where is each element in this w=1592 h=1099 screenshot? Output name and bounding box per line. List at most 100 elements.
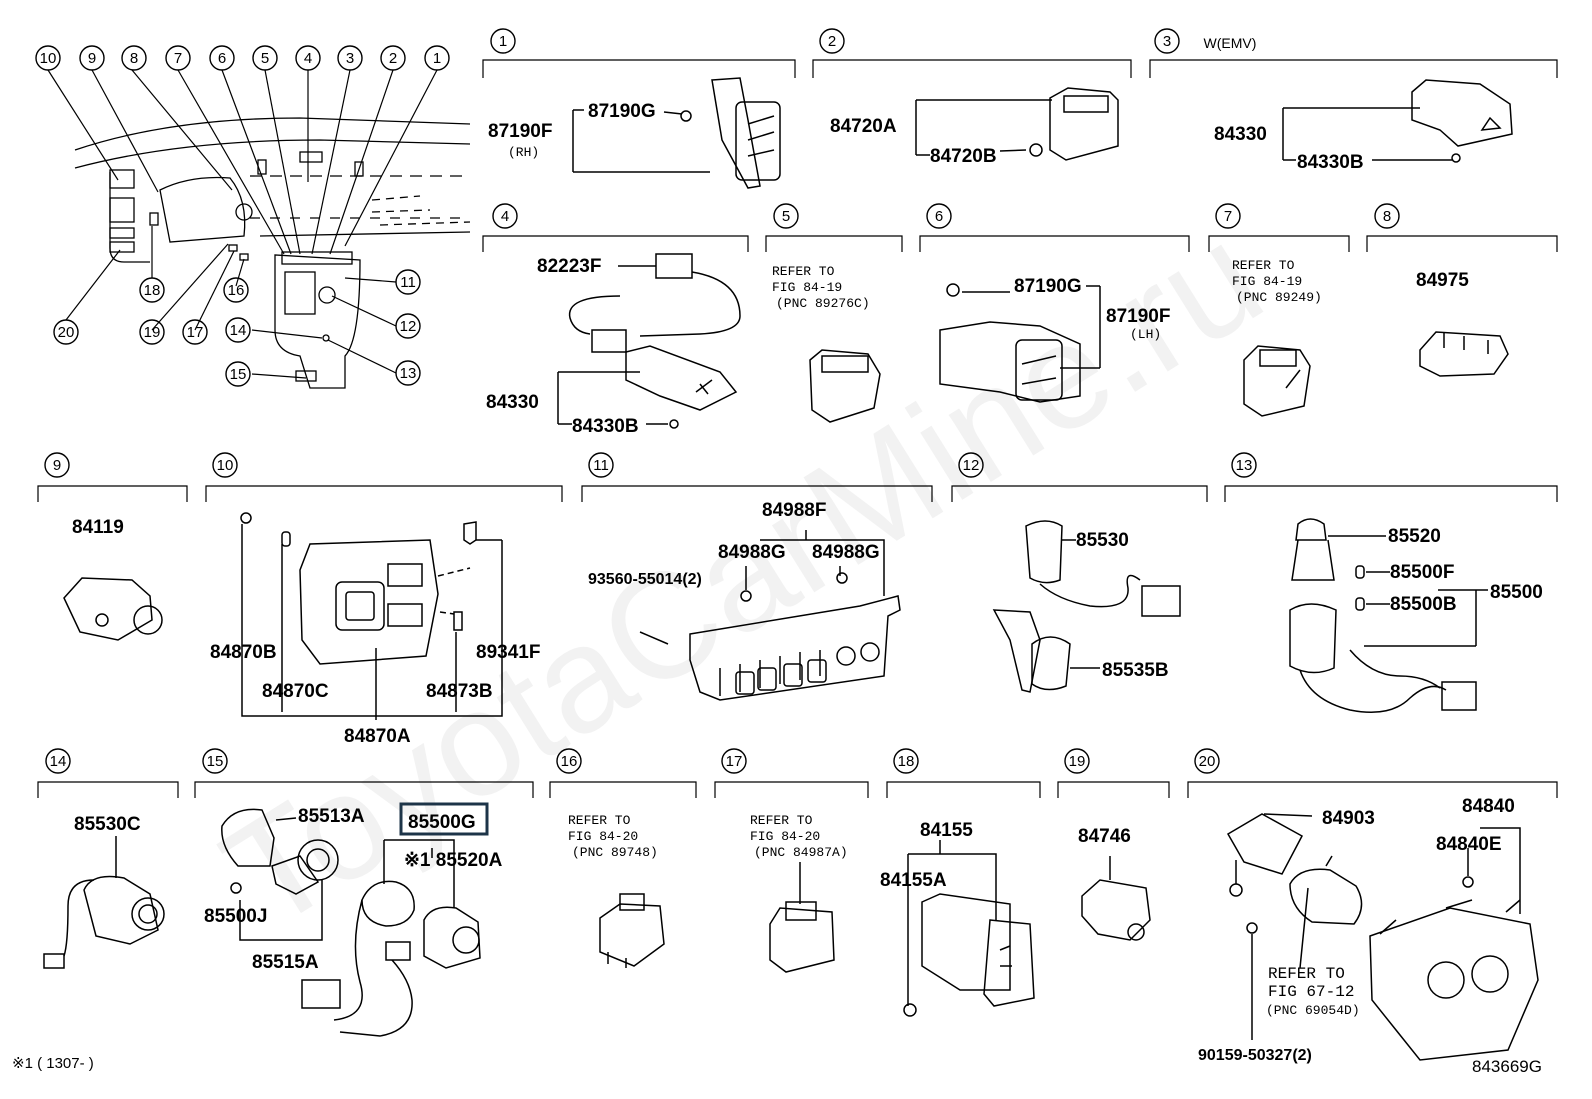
svg-text:REFER TO: REFER TO [1268, 965, 1345, 983]
part-84870A: 84870A [344, 726, 411, 747]
svg-text:3: 3 [1163, 33, 1171, 50]
part-85500: 85500 [1490, 582, 1543, 603]
section-14-header: 14 [37, 748, 179, 798]
part-84840E: 84840E [1436, 834, 1502, 855]
overview-callouts [47, 69, 438, 379]
part-89341F: 89341F [476, 642, 540, 663]
section-10-header: 10 [205, 452, 563, 502]
svg-text:3: 3 [346, 50, 354, 67]
svg-text:(RH): (RH) [508, 145, 539, 160]
part-84119: 84119 [72, 517, 124, 538]
svg-text:9: 9 [88, 50, 96, 67]
svg-text:6: 6 [935, 208, 943, 225]
highlight-box-85500G [399, 802, 489, 836]
svg-text:14: 14 [50, 753, 67, 770]
section-15-header: 15 [194, 748, 534, 798]
svg-text:8: 8 [1383, 208, 1391, 225]
svg-text:(PNC 84987A): (PNC 84987A) [754, 845, 848, 860]
section-7-header: 7 [1208, 203, 1350, 252]
section-1-header: 1 [482, 28, 796, 78]
diagram-id: 843669G [1472, 1057, 1542, 1076]
section-6-header: 6 [919, 203, 1190, 252]
svg-text:(PNC 89276C): (PNC 89276C) [776, 296, 870, 311]
svg-text:14: 14 [230, 322, 247, 339]
section-16-header: 16 [549, 748, 697, 798]
svg-text:15: 15 [207, 753, 224, 770]
svg-text:18: 18 [898, 753, 915, 770]
part-84988F: 84988F [762, 500, 826, 521]
section-2-header: 2 [812, 28, 1132, 78]
svg-text:10: 10 [40, 50, 57, 67]
svg-text:FIG 67-12: FIG 67-12 [1268, 983, 1354, 1001]
part-84870C: 84870C [262, 681, 329, 702]
part-84330B: 84330B [1297, 152, 1364, 173]
svg-text:1: 1 [499, 33, 507, 50]
svg-text:REFER TO: REFER TO [1232, 258, 1295, 273]
svg-text:2: 2 [828, 33, 836, 50]
part-85530C: 85530C [74, 814, 141, 835]
part-82223F: 82223F [537, 256, 601, 277]
part-84988G-2: 84988G [812, 542, 880, 563]
svg-text:REFER TO: REFER TO [772, 264, 835, 279]
svg-text:11: 11 [593, 457, 609, 474]
part-85500F: 85500F [1390, 562, 1454, 583]
svg-text:17: 17 [726, 753, 743, 770]
svg-text:12: 12 [400, 318, 417, 335]
refer-note-20: REFER TO FIG 67-12 (PNC 69054D) [1266, 965, 1360, 1018]
svg-text:10: 10 [217, 457, 234, 474]
svg-text:12: 12 [963, 457, 980, 474]
part-87190F: 87190F [1106, 306, 1170, 327]
part-84720B: 84720B [930, 146, 997, 167]
part-85513A: 85513A [298, 806, 365, 827]
svg-text:FIG 84-19: FIG 84-19 [772, 280, 842, 295]
part-84840: 84840 [1462, 796, 1515, 817]
svg-text:11: 11 [400, 274, 416, 291]
refer-note-17: REFER TO FIG 84-20 (PNC 84987A) [750, 813, 848, 860]
svg-text:15: 15 [230, 366, 247, 383]
section-13-header: 13 [1224, 452, 1558, 502]
part-84330: 84330 [1214, 124, 1267, 145]
part-87190G: 87190G [588, 101, 656, 122]
dashboard-overview [74, 117, 471, 389]
svg-text:18: 18 [144, 282, 161, 299]
svg-text:20: 20 [1199, 753, 1216, 770]
part-85500B: 85500B [1390, 594, 1457, 615]
part-84873B: 84873B [426, 681, 493, 702]
svg-text:(LH): (LH) [1130, 327, 1161, 342]
footnote: ※1 ( 1307- ) [12, 1055, 94, 1072]
svg-text:9: 9 [53, 457, 61, 474]
part-85520: 85520 [1388, 526, 1441, 547]
part-84975: 84975 [1416, 270, 1469, 291]
part-85535B: 85535B [1102, 660, 1169, 681]
svg-text:19: 19 [144, 324, 161, 341]
part-84155A: 84155A [880, 870, 947, 891]
section-9-header: 9 [37, 452, 188, 502]
svg-text:5: 5 [261, 50, 269, 67]
part-85530: 85530 [1076, 530, 1129, 551]
overview-callout-labels: 10 9 8 7 6 5 4 3 2 1 11 12 13 14 15 16 1… [35, 45, 450, 387]
refer-note-7: REFER TO FIG 84-19 (PNC 89249) [1232, 258, 1322, 305]
part-87190G: 87190G [1014, 276, 1082, 297]
part-84330B: 84330B [572, 416, 639, 437]
part-85515A: 85515A [252, 952, 319, 973]
svg-text:13: 13 [400, 365, 417, 382]
svg-text:2: 2 [389, 50, 397, 67]
section-3-header: 3 W(EMV) [1149, 28, 1558, 78]
svg-text:REFER TO: REFER TO [750, 813, 813, 828]
refer-note-16: REFER TO FIG 84-20 (PNC 89748) [568, 813, 658, 860]
section-5-header: 5 [765, 203, 903, 252]
part-illustrations [43, 77, 1539, 1061]
svg-text:FIG 84-19: FIG 84-19 [1232, 274, 1302, 289]
svg-text:(PNC 89249): (PNC 89249) [1236, 290, 1322, 305]
svg-text:17: 17 [187, 324, 204, 341]
part-85500J: 85500J [204, 906, 267, 927]
section-8-header: 8 [1366, 203, 1558, 252]
svg-text:7: 7 [1224, 208, 1232, 225]
refer-note-5: REFER TO FIG 84-19 (PNC 89276C) [772, 264, 870, 311]
part-90159-50327: 90159-50327(2) [1198, 1047, 1312, 1064]
part-84870B: 84870B [210, 642, 277, 663]
svg-text:W(EMV): W(EMV) [1204, 35, 1257, 51]
svg-text:(PNC 69054D): (PNC 69054D) [1266, 1003, 1360, 1018]
svg-text:4: 4 [304, 50, 312, 67]
